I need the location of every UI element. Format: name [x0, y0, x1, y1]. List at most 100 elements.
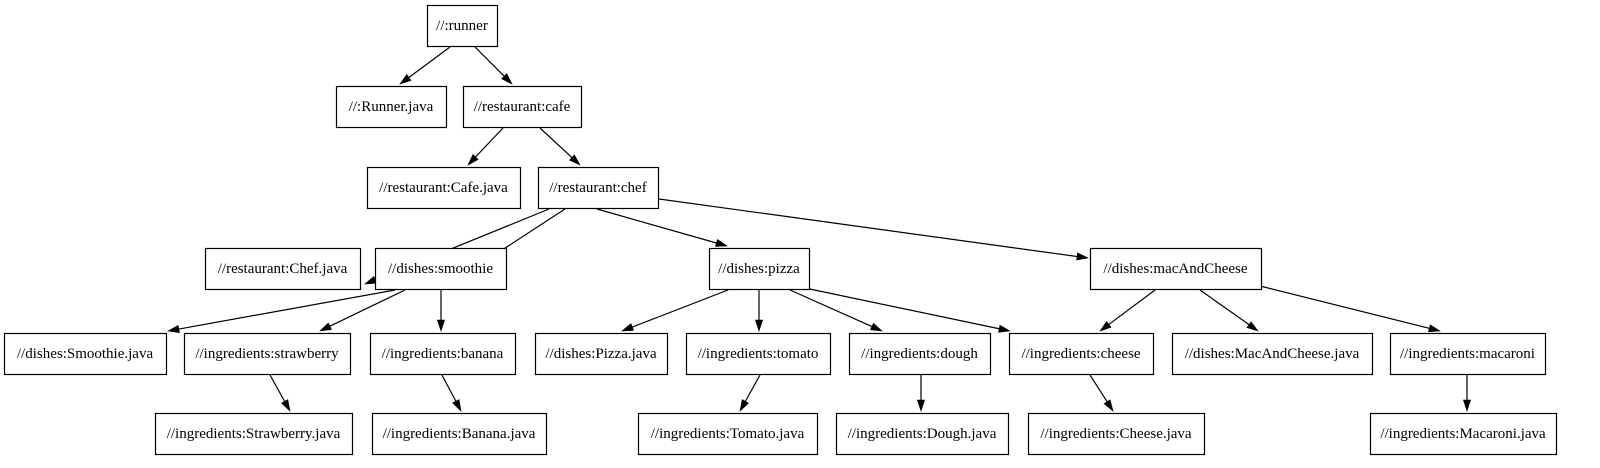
- graph-edge: [1199, 289, 1259, 332]
- graph-node-ing_strawberry[interactable]: //ingredients:strawberry: [183, 332, 352, 376]
- graph-edge: [399, 46, 451, 85]
- node-box[interactable]: [1171, 332, 1374, 376]
- node-label: //dishes:MacAndCheese.java: [1185, 346, 1360, 362]
- edge-line: [475, 127, 504, 158]
- graph-node-macaroni_java[interactable]: //ingredients:Macaroni.java: [1369, 412, 1558, 456]
- edge-line: [596, 208, 717, 244]
- graph-node-ing_macaroni[interactable]: //ingredients:macaroni: [1389, 332, 1547, 376]
- edge-line: [474, 46, 505, 77]
- node-box[interactable]: [835, 412, 1010, 456]
- edge-line: [1108, 289, 1156, 325]
- graph-node-ing_cheese[interactable]: //ingredients:cheese: [1008, 332, 1155, 376]
- graph-node-tomato_java[interactable]: //ingredients:Tomato.java: [637, 412, 819, 456]
- graph-edge: [539, 127, 581, 166]
- graph-node-strawberry_java[interactable]: //ingredients:Strawberry.java: [154, 412, 354, 456]
- node-box[interactable]: [462, 85, 583, 129]
- graph-node-ing_dough[interactable]: //ingredients:dough: [848, 332, 992, 376]
- graph-node-banana_java[interactable]: //ingredients:Banana.java: [371, 412, 548, 456]
- edge-line: [329, 289, 406, 327]
- node-box[interactable]: [534, 332, 669, 376]
- graph-edge: [789, 289, 883, 332]
- edge-line: [744, 374, 761, 402]
- graph-node-dishes_smoothie[interactable]: //dishes:smoothie: [374, 247, 508, 291]
- graph-node-restaurant_chef[interactable]: //restaurant:chef: [537, 166, 660, 210]
- edge-arrowhead-icon: [399, 74, 412, 85]
- node-label: //restaurant:Chef.java: [218, 261, 348, 277]
- node-label: //restaurant:cafe: [474, 99, 571, 115]
- node-label: //dishes:Pizza.java: [545, 346, 657, 362]
- node-box[interactable]: [637, 412, 819, 456]
- graph-node-runner_java[interactable]: //:Runner.java: [335, 85, 448, 129]
- graph-node-dishes_pizza[interactable]: //dishes:pizza: [708, 247, 811, 291]
- node-box[interactable]: [366, 166, 522, 210]
- edge-arrowhead-icon: [916, 399, 926, 412]
- graph-node-smoothie_java[interactable]: //dishes:Smoothie.java: [3, 332, 168, 376]
- node-label: //ingredients:Strawberry.java: [167, 426, 341, 442]
- edge-line: [804, 287, 1000, 330]
- edge-arrowhead-icon: [998, 324, 1011, 333]
- edge-arrowhead-icon: [715, 239, 728, 247]
- edge-line: [632, 289, 729, 328]
- edge-arrowhead-icon: [1099, 321, 1112, 332]
- node-box[interactable]: [369, 332, 517, 376]
- node-label: //ingredients:Cheese.java: [1040, 426, 1192, 442]
- graph-node-chef_java[interactable]: //restaurant:Chef.java: [204, 247, 362, 291]
- edge-arrowhead-icon: [621, 323, 634, 332]
- node-label: //ingredients:Banana.java: [383, 426, 536, 442]
- edge-arrowhead-icon: [739, 399, 749, 412]
- edge-line: [178, 289, 396, 330]
- graph-edge: [596, 208, 728, 247]
- graph-node-dishes_macandcheese[interactable]: //dishes:macAndCheese: [1089, 247, 1263, 291]
- node-box[interactable]: [1369, 412, 1558, 456]
- edge-line: [789, 289, 873, 328]
- edge-arrowhead-icon: [364, 276, 377, 285]
- node-box[interactable]: [1089, 247, 1263, 291]
- graph-edge: [467, 127, 504, 166]
- graph-node-macandcheese_java[interactable]: //dishes:MacAndCheese.java: [1171, 332, 1374, 376]
- graph-node-pizza_java[interactable]: //dishes:Pizza.java: [534, 332, 669, 376]
- edge-arrowhead-icon: [281, 399, 291, 412]
- node-box[interactable]: [685, 332, 832, 376]
- graph-node-cafe_java[interactable]: //restaurant:Cafe.java: [366, 166, 522, 210]
- edge-arrowhead-icon: [568, 154, 581, 166]
- graph-edge: [319, 289, 406, 332]
- graph-edge: [739, 374, 761, 412]
- edge-arrowhead-icon: [167, 325, 180, 333]
- graph-node-cheese_java[interactable]: //ingredients:Cheese.java: [1027, 412, 1206, 456]
- node-label: //restaurant:Cafe.java: [379, 180, 508, 196]
- node-label: //ingredients:cheese: [1021, 346, 1140, 362]
- node-box[interactable]: [1027, 412, 1206, 456]
- node-label: //ingredients:strawberry: [195, 346, 339, 362]
- node-box[interactable]: [335, 85, 448, 129]
- edge-arrowhead-icon: [436, 319, 446, 332]
- graph-edge: [1462, 375, 1472, 412]
- graph-node-dough_java[interactable]: //ingredients:Dough.java: [835, 412, 1010, 456]
- edge-arrowhead-icon: [1462, 399, 1472, 412]
- graph-edge: [167, 289, 396, 333]
- node-label: //ingredients:Tomato.java: [651, 426, 805, 442]
- node-box[interactable]: [426, 4, 499, 48]
- edge-line: [441, 374, 457, 402]
- edge-line: [539, 127, 573, 158]
- graph-edge: [1259, 285, 1441, 333]
- node-box[interactable]: [154, 412, 354, 456]
- edge-arrowhead-icon: [754, 319, 764, 332]
- graph-node-ing_banana[interactable]: //ingredients:banana: [369, 332, 517, 376]
- node-box[interactable]: [374, 247, 508, 291]
- node-box[interactable]: [204, 247, 362, 291]
- node-box[interactable]: [1008, 332, 1155, 376]
- node-box[interactable]: [371, 412, 548, 456]
- graph-node-restaurant_cafe[interactable]: //restaurant:cafe: [462, 85, 583, 129]
- node-box[interactable]: [537, 166, 660, 210]
- edge-line: [658, 198, 1078, 258]
- node-box[interactable]: [708, 247, 811, 291]
- edge-arrowhead-icon: [319, 322, 332, 332]
- node-box[interactable]: [183, 332, 352, 376]
- node-box[interactable]: [848, 332, 992, 376]
- node-box[interactable]: [3, 332, 168, 376]
- graph-node-ing_tomato[interactable]: //ingredients:tomato: [685, 332, 832, 376]
- edge-line: [408, 46, 451, 78]
- node-box[interactable]: [1389, 332, 1547, 376]
- graph-node-runner[interactable]: //:runner: [426, 4, 499, 48]
